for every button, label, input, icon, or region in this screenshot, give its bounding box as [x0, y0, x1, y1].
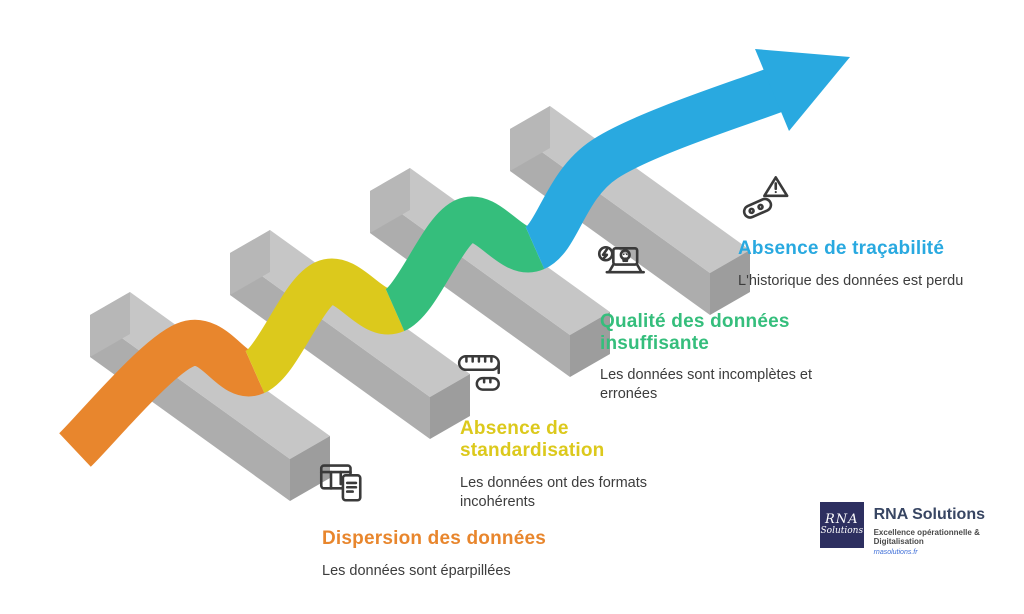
obstacle-bar-side-face [370, 191, 570, 377]
logo-text-block: RNA Solutions Excellence opérationnelle … [874, 502, 1024, 556]
stage-title-dispersion: Dispersion des données [322, 528, 547, 549]
laptop-error-icon [596, 244, 648, 301]
obstacle-bar-end-face [430, 374, 470, 439]
logo-website: rnasolutions.fr [873, 549, 918, 556]
obstacle-bar-end-face [710, 250, 750, 315]
stage-description-dispersion: Les données sont éparpillées [322, 563, 511, 579]
ribbon-segment-dispersion [58, 319, 265, 467]
rna-solutions-logo: RNA Solutions RNA Solutions Excellence o… [820, 502, 1024, 556]
obstacle-bar-end-face [370, 168, 410, 233]
logo-mark-line2: Solutions [820, 526, 864, 537]
obstacle-bar-side-face [230, 253, 430, 439]
arrow-head [755, 49, 850, 131]
ribbon-segment-standardisation [242, 258, 405, 394]
logo-tagline: Excellence opérationnelle & Digitalisati… [873, 528, 980, 546]
stage-description-standardisation: Les données ont des formats incohérents [460, 475, 648, 511]
obstacle-bar-end-face [90, 292, 130, 357]
obstacle-bar-end-face [570, 312, 610, 377]
rna-solutions-logo-mark: RNA Solutions [820, 502, 864, 548]
logo-mark-line1: RNA [825, 512, 859, 528]
stage-description-qualite: Les données sont incomplètes et erronées [600, 367, 812, 403]
ribbon-segment-tracabilite [522, 66, 789, 270]
stage-title-qualite: Qualité des données insuffisante [600, 311, 790, 355]
logo-company-name: RNA Solutions [873, 506, 985, 523]
obstacle-bar-end-face [290, 436, 330, 501]
stage-title-standardisation: Absence de standardisation [460, 418, 605, 462]
stage-description-tracabilite: L'historique des données est perdu [738, 273, 964, 289]
obstacle-bar-end-face [510, 106, 550, 171]
obstacle-bar-top-face [510, 106, 750, 273]
ribbon-segment-qualite [382, 196, 545, 332]
obstacle-bar-end-face [230, 230, 270, 295]
stage-title-tracabilite: Absence de traçabilité [738, 238, 945, 259]
warning-traceability-icon [740, 172, 792, 229]
measuring-tape-icon [456, 350, 506, 405]
scattered-data-icon [318, 458, 370, 515]
